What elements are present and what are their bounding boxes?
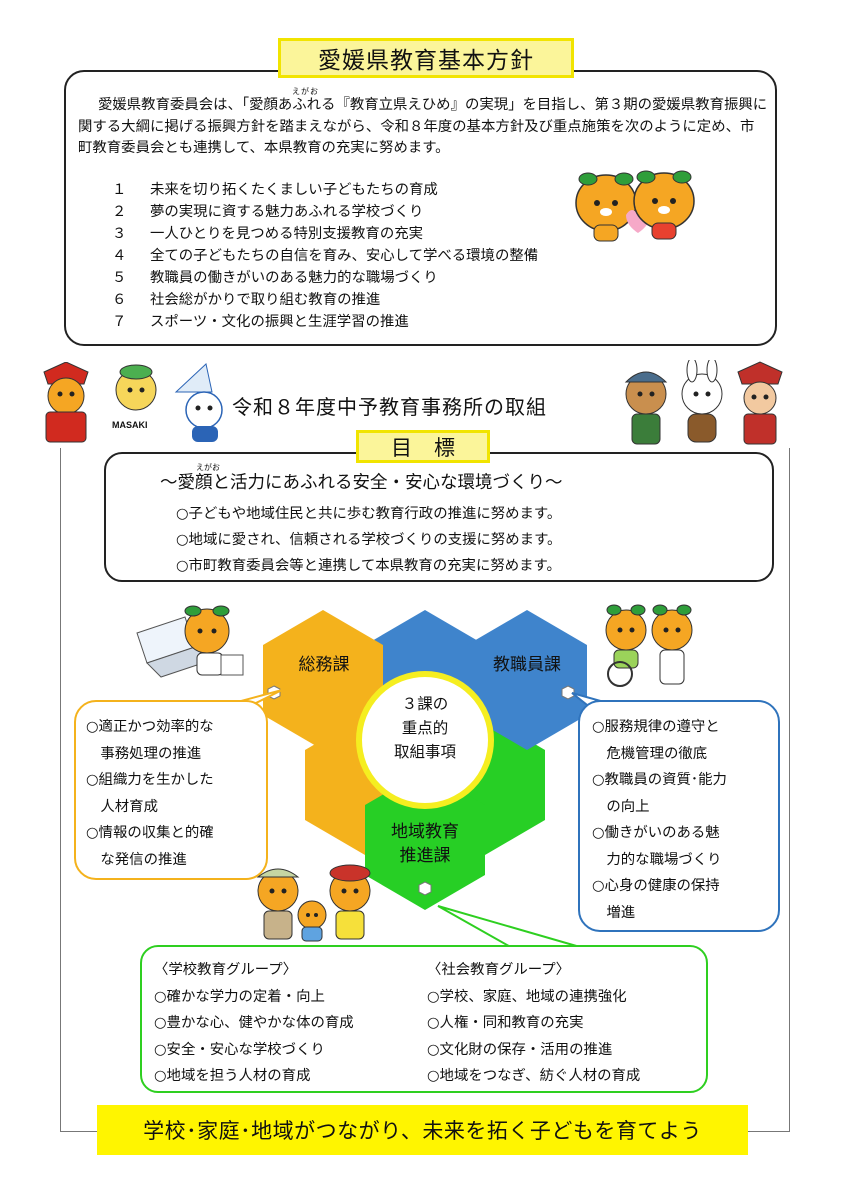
warrior-mascot-icon — [737, 361, 783, 445]
soumu-item: な発信の推進 — [86, 851, 187, 868]
mikyan-mascot-icon — [605, 604, 647, 669]
kyoshokuin-item: 増進 — [592, 904, 636, 921]
center-label: ３課の重点的取組事項 — [393, 695, 456, 761]
goal-items: ○子どもや地域住民と共に歩む教育行政の推進に努めます。 ○地域に愛され、信頼され… — [176, 501, 561, 579]
rabbit-mascot-icon — [681, 360, 723, 443]
social-item: ○学校、家庭、地域の連携強化 — [427, 988, 627, 1005]
kyoshokuin-item: ○心身の健康の保持 — [592, 878, 720, 894]
wheelchair-mascots-illustration — [605, 604, 693, 687]
rice-mascot-icon — [115, 364, 157, 411]
kyoshokuin-item: ○働きがいのある魅 — [592, 825, 720, 841]
school-item: ○安全・安心な学校づくり — [154, 1041, 325, 1058]
soumu-item: 人材育成 — [86, 798, 158, 815]
kyoshokuin-item: ○教職員の資質･能力 — [592, 772, 727, 788]
kyoshokuin-item: ○服務規律の遵守と — [592, 719, 720, 735]
small-hex-icon — [418, 881, 432, 896]
social-item: ○文化財の保存・活用の推進 — [427, 1041, 613, 1058]
goal-item: ○市町教育委員会等と連携して本県教育の充実に努めます。 — [176, 558, 561, 574]
mikyan-mascot-icon — [633, 170, 695, 240]
school-item: ○豊かな心、健やかな体の育成 — [154, 1015, 354, 1031]
mikyan-mascot-icon — [184, 605, 230, 676]
wizard-mascot-icon — [174, 363, 223, 442]
mikyan-mascot-icon — [297, 900, 327, 942]
social-group: 〈社会教育グループ〉 ○学校、家庭、地域の連携強化 ○人権・同和教育の充実 ○文… — [427, 957, 640, 1090]
samurai-mascot-icon — [43, 362, 89, 443]
soumu-item: ○組織力を生かした — [86, 772, 214, 788]
kyoshokuin-label: 教職員課 — [493, 655, 561, 675]
hex-cluster — [263, 610, 587, 910]
mikyan-mascot-icon — [329, 864, 371, 940]
social-group-heading: 〈社会教育グループ〉 — [427, 962, 571, 978]
masaki-logo: MASAKI — [112, 420, 148, 430]
goal-item: ○地域に愛され、信頼される学校づくりの支援に努めます。 — [176, 532, 562, 548]
school-group: 〈学校教育グループ〉 ○確かな学力の定着・向上 ○豊かな心、健やかな体の育成 ○… — [154, 957, 354, 1090]
right-mascots-illustration — [624, 360, 783, 445]
wheelchair-icon — [607, 661, 633, 687]
soumu-item: ○情報の収集と的確 — [86, 825, 214, 841]
goal-main: ～愛顔と活力にあふれる安全・安心な環境づくり～ — [160, 473, 563, 493]
soumu-label: 総務課 — [298, 655, 350, 675]
goal-ruby: えがお — [196, 463, 220, 472]
chiiki-bubble: 〈学校教育グループ〉 ○確かな学力の定着・向上 ○豊かな心、健やかな体の育成 ○… — [140, 945, 708, 1093]
policy-ruby: えがお — [292, 87, 319, 96]
soumu-bubble: ○適正かつ効率的な 事務処理の推進 ○組織力を生かした 人材育成 ○情報の収集と… — [74, 700, 268, 880]
soumu-item: ○適正かつ効率的な — [86, 719, 214, 735]
hex-center-circle — [356, 671, 494, 809]
hiker-mascot-icon — [624, 371, 668, 445]
mikyan-mascot-icon — [651, 604, 693, 685]
slogan-banner: 学校･家庭･地域がつながり、未来を拓く子どもを育てよう — [97, 1105, 748, 1155]
kyoshokuin-item: 危機管理の徹底 — [592, 745, 708, 762]
goal-label: 目標 — [356, 430, 490, 463]
social-item: ○人権・同和教育の充実 — [427, 1015, 584, 1031]
section-heading: 令和８年度中予教育事務所の取組 — [232, 395, 547, 419]
office-mascot-illustration — [136, 605, 244, 678]
goal-item: ○子どもや地域住民と共に歩む教育行政の推進に努めます。 — [176, 506, 562, 522]
school-item: ○確かな学力の定着・向上 — [154, 988, 325, 1005]
left-mascots-illustration: MASAKI — [43, 362, 223, 443]
mikyan-mascot-icon — [575, 172, 637, 242]
hex-kyoshokuin — [467, 610, 587, 750]
hex-soumu — [263, 610, 383, 750]
kyoshokuin-item: 力的な職場づくり — [592, 851, 722, 868]
small-hex-icon — [561, 685, 575, 700]
page-title: 愛媛県教育基本方針 — [278, 38, 574, 78]
hex-chiiki — [365, 770, 485, 910]
mikyan-mascot-icon — [256, 868, 300, 940]
kyoshokuin-item: の向上 — [592, 798, 650, 815]
kyoshokuin-bubble: ○服務規律の遵守と 危機管理の徹底 ○教職員の資質･能力 の向上 ○働きがいのあ… — [578, 700, 780, 932]
papers-icon — [220, 654, 244, 676]
soumu-item: 事務処理の推進 — [86, 745, 202, 762]
chiiki-label: 地域教育推進課 — [391, 822, 459, 866]
mikyan-pair-illustration — [575, 170, 695, 242]
policy-intro: 愛媛県教育委員会は、「愛顔あふれる『教育立県えひめ』の実現」を目指し、第３期の愛… — [78, 97, 768, 156]
social-item: ○地域をつなぎ、紡ぐ人材の育成 — [427, 1068, 641, 1084]
school-group-heading: 〈学校教育グループ〉 — [154, 962, 298, 978]
family-mascots-illustration — [256, 864, 371, 942]
school-item: ○地域を担う人材の育成 — [154, 1068, 311, 1084]
